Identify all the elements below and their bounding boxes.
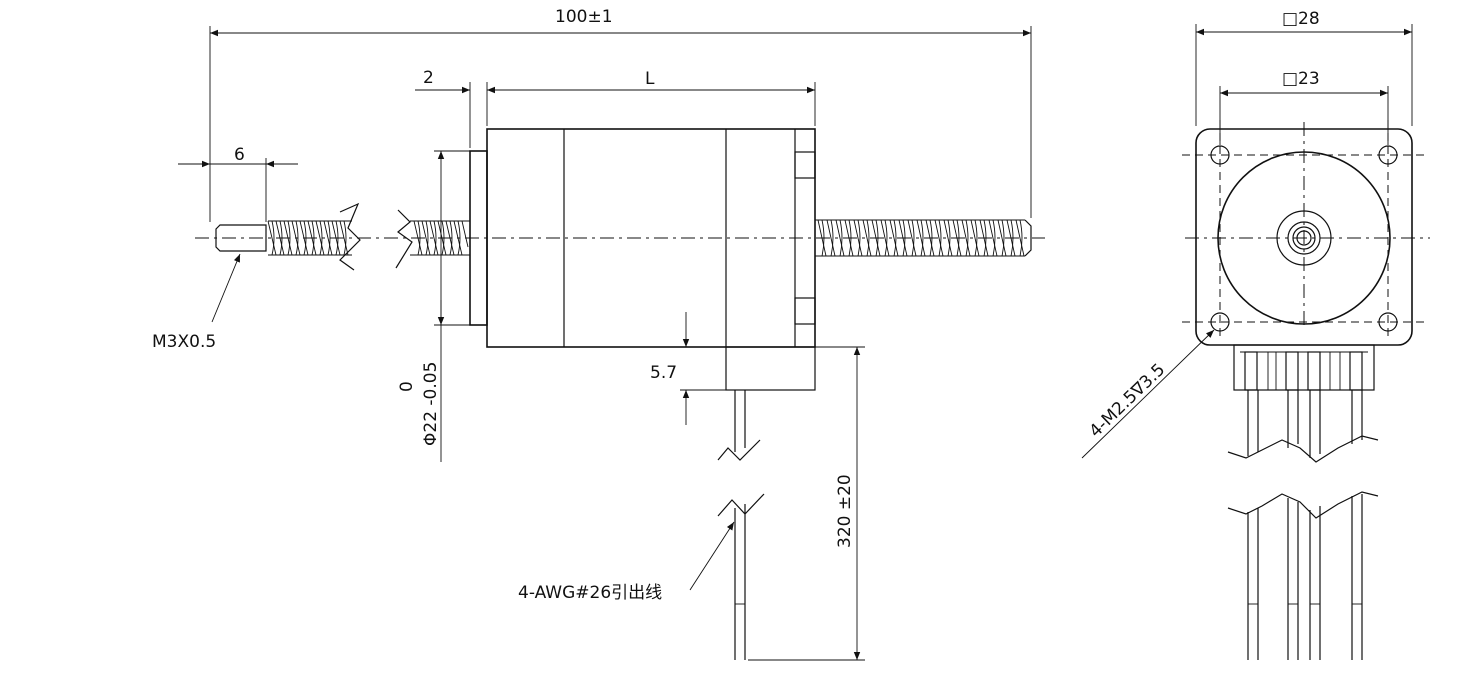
rear-lead-screw: [815, 219, 1032, 257]
lead-wire-callout: 4-AWG#26引出线: [518, 521, 735, 603]
dim-hole-pitch: □23: [1219, 69, 1389, 145]
mount-hole-callout: 4-M2.5∇3.5: [1081, 329, 1215, 459]
lead-wire-label: 4-AWG#26引出线: [518, 583, 662, 603]
dim-lead-length: 320 ±20: [748, 346, 865, 661]
dim-body-length: L: [487, 69, 816, 126]
mount-hole-icons: [1210, 145, 1398, 332]
lead-wire-side: [717, 390, 765, 660]
thread-spec-callout: M3X0.5: [152, 253, 241, 352]
thread-spec-label: M3X0.5: [152, 332, 216, 352]
pilot-tol-top-label: 0: [397, 381, 417, 392]
dim-frame-size: □28: [1195, 9, 1413, 126]
front-wires: [1227, 390, 1379, 660]
frame-size-label: □28: [1282, 9, 1320, 29]
dim-flange-step-label: 2: [423, 68, 434, 88]
dim-lead-length-label: 320 ±20: [835, 474, 855, 548]
front-connector: [1233, 344, 1375, 391]
front-lead-screw: [395, 209, 470, 269]
mount-holes-label: 4-M2.5∇3.5: [1086, 360, 1170, 442]
front-shaft: [1276, 210, 1332, 266]
dim-flange-step: 2: [415, 68, 488, 148]
dim-connector-height-label: 5.7: [650, 363, 677, 383]
hole-pitch-label: □23: [1282, 69, 1320, 89]
dim-overall-length-label: 100±1: [555, 7, 613, 27]
dim-thread-length-label: 6: [234, 145, 245, 165]
dim-connector-height: 5.7: [650, 312, 726, 425]
dim-body-length-label: L: [645, 69, 655, 89]
front-pilot-circle: [1217, 151, 1391, 325]
dim-overall-length: 100±1: [209, 7, 1032, 222]
dim-pilot-diameter: 0 Φ22 -0.05: [397, 150, 470, 462]
front-view: □28 □23 4-M2.5∇3.5: [1081, 9, 1430, 660]
left-lead-screw: [215, 202, 361, 271]
side-view: 100±1 2 L 6 M3X0.5: [152, 7, 1045, 661]
pilot-diameter-label: Φ22 -0.05: [421, 362, 441, 446]
dim-thread-length: 6: [178, 145, 298, 222]
motor-body: [469, 128, 816, 391]
